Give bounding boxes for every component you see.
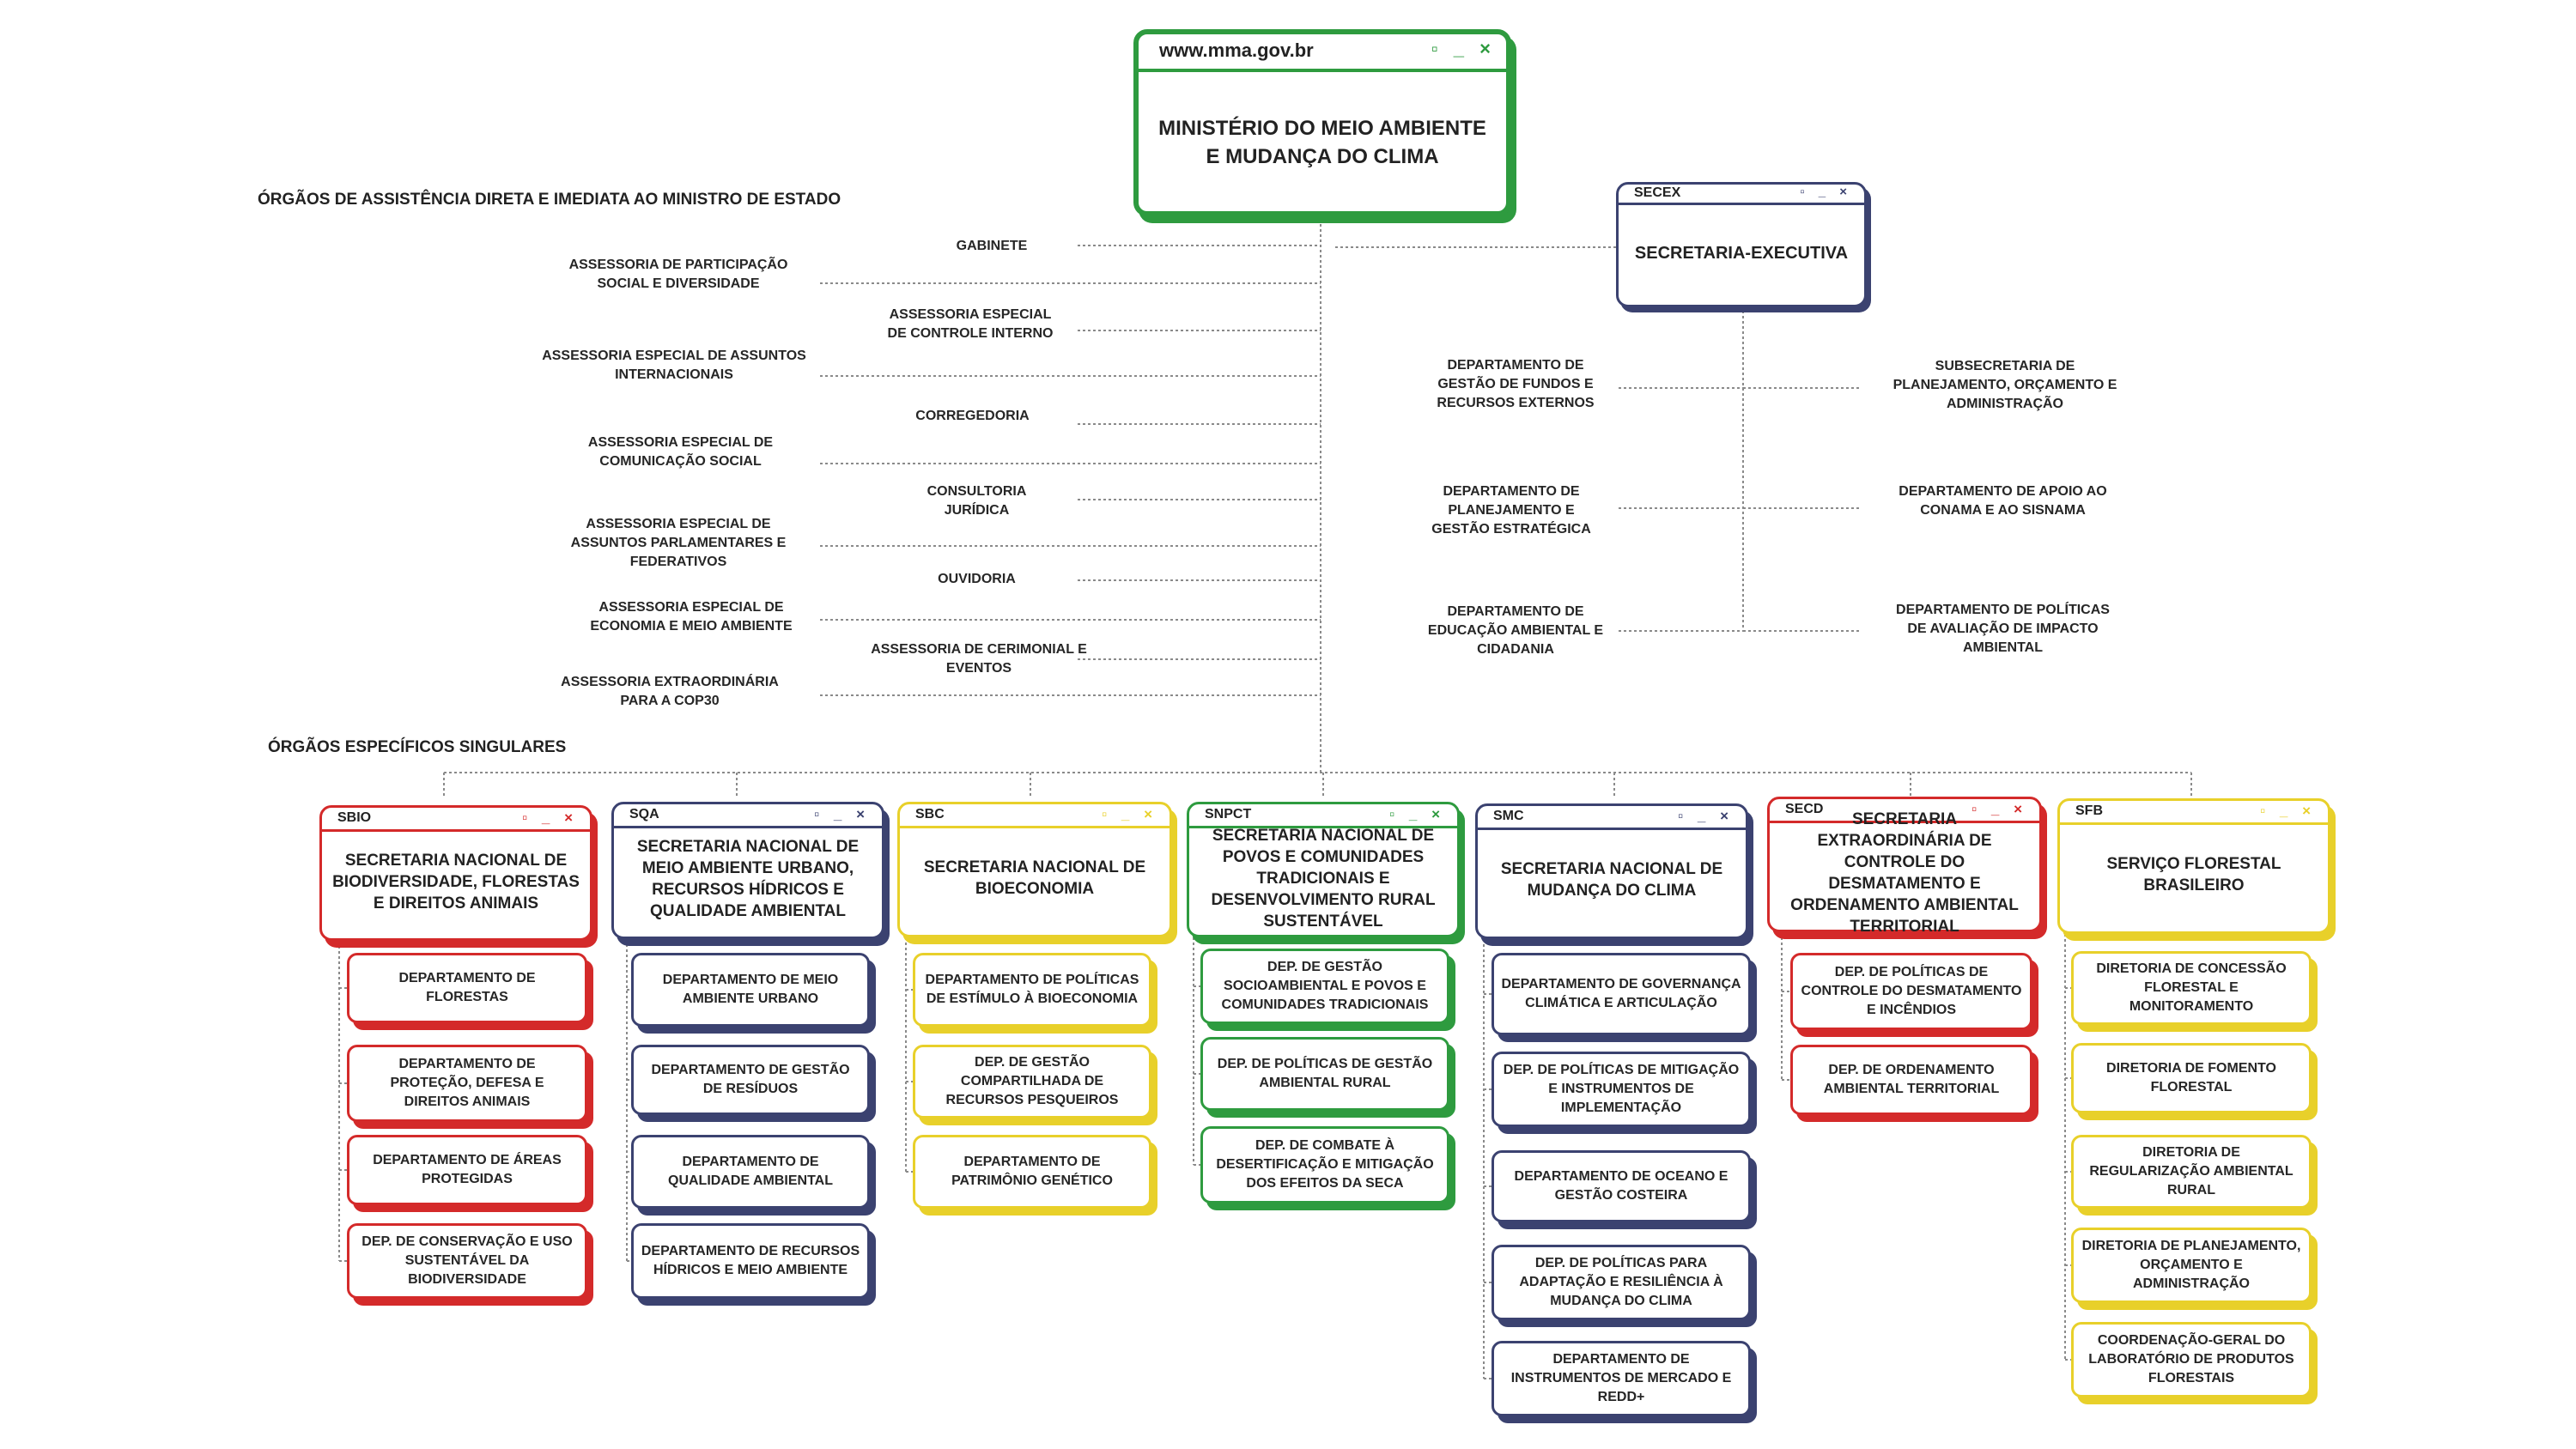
department-box: DEPARTAMENTO DE MEIO AMBIENTE URBANO [631, 953, 870, 1027]
secex-right-1: DEPARTAMENTO DE APOIO AO CONAMA E AO SIS… [1899, 484, 2107, 518]
department-box: DEPARTAMENTO DE ÁREAS PROTEGIDAS [347, 1135, 587, 1205]
secex-window: SECEX ▫ _ × SECRETARIA-EXECUTIVA [1616, 182, 1867, 307]
assist-mid-3: CONSULTORIA JURÍDICA [927, 484, 1027, 518]
window-controls-icon: ▫ _ × [1800, 185, 1852, 199]
department-box: DEPARTAMENTO DE POLÍTICAS DE ESTÍMULO À … [913, 953, 1151, 1027]
secretariat-sfb-window: SFB ▫ _ × SERVIÇO FLORESTAL BRASILEIRO [2057, 798, 2330, 934]
secretariat-sqa-window: SQA ▫ _ × SECRETARIA NACIONAL DE MEIO AM… [611, 802, 884, 939]
window-controls-icon: ▫ _ × [814, 806, 870, 822]
window-controls-icon: ▫ _ × [1971, 801, 2027, 817]
secex-title-bar [1619, 185, 1864, 205]
assist-left-2: ASSESSORIA ESPECIAL DE COMUNICAÇÃO SOCIA… [587, 435, 774, 469]
assist-mid-1: ASSESSORIA ESPECIAL DE CONTROLE INTERNO [887, 307, 1054, 341]
department-box: DEPARTAMENTO DE RECURSOS HÍDRICOS E MEIO… [631, 1223, 870, 1299]
section-direct-title: ÓRGÃOS DE ASSISTÊNCIA DIRETA E IMEDIATA … [258, 191, 841, 209]
assist-mid-0: GABINETE [956, 239, 1028, 253]
secex-acronym: SECEX [1634, 185, 1681, 200]
secex-title: SECRETARIA-EXECUTIVA [1634, 243, 1849, 263]
assist-mid-5: ASSESSORIA DE CERIMONIAL E EVENTOS [871, 642, 1087, 676]
department-box: DEPARTAMENTO DE FLORESTAS [347, 953, 587, 1023]
department-box: DEP. DE POLÍTICAS DE MITIGAÇÃO E INSTRUM… [1492, 1052, 1751, 1127]
secex-left-2: DEPARTAMENTO DE EDUCAÇÃO AMBIENTAL E CID… [1427, 604, 1604, 657]
secretariat-title: SECRETARIA EXTRAORDINÁRIA DE CONTROLE DO… [1790, 810, 2019, 936]
secretariat-title: SECRETARIA NACIONAL DE MEIO AMBIENTE URB… [636, 838, 860, 920]
department-box: DEP. DE ORDENAMENTO AMBIENTAL TERRITORIA… [1790, 1045, 2032, 1115]
department-box: DEP. DE COMBATE À DESERTIFICAÇÃO E MITIG… [1200, 1126, 1449, 1203]
secex-left-1: DEPARTAMENTO DE PLANEJAMENTO E GESTÃO ES… [1431, 484, 1591, 537]
window-controls-icon: ▫ _ × [1389, 806, 1445, 822]
secretariat-title-bar [322, 808, 590, 832]
secretariat-acronym: SQA [629, 807, 659, 822]
assist-left-0: ASSESSORIA DE PARTICIPAÇÃO SOCIAL E DIVE… [568, 258, 788, 291]
assist-left-5: ASSESSORIA EXTRAORDINÁRIA PARA A COP30 [561, 675, 779, 708]
assist-left-4: ASSESSORIA ESPECIAL DE ECONOMIA E MEIO A… [590, 600, 793, 634]
secretariat-acronym: SNPCT [1205, 807, 1252, 822]
department-box: DEPARTAMENTO DE GESTÃO DE RESÍDUOS [631, 1045, 870, 1115]
secretariat-title-bar [900, 804, 1170, 828]
window-controls-icon: ▫ _ × [1102, 806, 1157, 822]
department-box: DEPARTAMENTO DE QUALIDADE AMBIENTAL [631, 1135, 870, 1209]
secex-left-0: DEPARTAMENTO DE GESTÃO DE FUNDOS E RECUR… [1437, 358, 1595, 410]
secretariat-title: SECRETARIA NACIONAL DE BIOECONOMIA [923, 858, 1146, 898]
assist-mid-4: OUVIDORIA [938, 572, 1016, 586]
secretariat-sbio-window: SBIO ▫ _ × SECRETARIA NACIONAL DE BIODIV… [319, 805, 592, 941]
department-box: DEPARTAMENTO DE PROTEÇÃO, DEFESA E DIREI… [347, 1045, 587, 1122]
window-controls-icon: ▫ _ × [1678, 808, 1734, 824]
ministry-window: www.mma.gov.br ▫ _ × MINISTÉRIO DO MEIO … [1133, 29, 1511, 216]
department-box: DEP. DE POLÍTICAS PARA ADAPTAÇÃO E RESIL… [1492, 1245, 1751, 1320]
assist-left-1: ASSESSORIA ESPECIAL DE ASSUNTOS INTERNAC… [542, 349, 806, 382]
department-box: DEP. DE POLÍTICAS DE CONTROLE DO DESMATA… [1790, 953, 2032, 1030]
assist-left-3: ASSESSORIA ESPECIAL DE ASSUNTOS PARLAMEN… [570, 517, 787, 569]
department-box: DEP. DE POLÍTICAS DE GESTÃO AMBIENTAL RU… [1200, 1037, 1449, 1111]
ministry-title: MINISTÉRIO DO MEIO AMBIENTE E MUDANÇA DO… [1158, 117, 1486, 168]
department-box: DEP. DE GESTÃO COMPARTILHADA DE RECURSOS… [913, 1045, 1151, 1119]
window-controls-icon: ▫ _ × [1431, 38, 1496, 59]
secretariat-acronym: SMC [1493, 809, 1524, 823]
secretariat-snpct-window: SNPCT ▫ _ × SECRETARIA NACIONAL DE POVOS… [1187, 802, 1460, 937]
secretariat-title-bar [1189, 804, 1457, 828]
secretariat-title: SECRETARIA NACIONAL DE POVOS E COMUNIDAD… [1211, 826, 1436, 931]
secretariat-title-bar [1770, 799, 2039, 823]
department-box: DIRETORIA DE PLANEJAMENTO, ORÇAMENTO E A… [2071, 1228, 2312, 1303]
section-specific-title: ÓRGÃOS ESPECÍFICOS SINGULARES [268, 738, 567, 756]
secex-right-0: SUBSECRETARIA DE PLANEJAMENTO, ORÇAMENTO… [1893, 359, 2117, 411]
department-box: DIRETORIA DE REGULARIZAÇÃO AMBIENTAL RUR… [2071, 1135, 2312, 1209]
department-box: COORDENAÇÃO-GERAL DO LABORATÓRIO DE PROD… [2071, 1322, 2312, 1397]
department-box: DEPARTAMENTO DE OCEANO E GESTÃO COSTEIRA [1492, 1150, 1751, 1222]
secretariat-acronym: SBC [915, 807, 945, 822]
secretariat-smc-window: SMC ▫ _ × SECRETARIA NACIONAL DE MUDANÇA… [1475, 803, 1748, 939]
assist-mid-2: CORREGEDORIA [915, 409, 1030, 423]
department-box: DEPARTAMENTO DE GOVERNANÇA CLIMÁTICA E A… [1492, 953, 1751, 1035]
department-box: DIRETORIA DE FOMENTO FLORESTAL [2071, 1043, 2312, 1113]
ministry-title-bar [1139, 69, 1506, 72]
secretariat-acronym: SFB [2075, 803, 2103, 818]
secretariat-sbc-window: SBC ▫ _ × SECRETARIA NACIONAL DE BIOECON… [897, 802, 1172, 937]
window-controls-icon: ▫ _ × [522, 809, 578, 826]
secretariat-acronym: SBIO [337, 810, 372, 825]
department-box: DEP. DE GESTÃO SOCIOAMBIENTAL E POVOS E … [1200, 949, 1449, 1024]
secex-right-2: DEPARTAMENTO DE POLÍTICAS DE AVALIAÇÃO D… [1896, 603, 2110, 655]
secretariat-title: SECRETARIA NACIONAL DE BIODIVERSIDADE, F… [332, 851, 580, 912]
department-box: DEP. DE CONSERVAÇÃO E USO SUSTENTÁVEL DA… [347, 1223, 587, 1299]
department-box: DEPARTAMENTO DE INSTRUMENTOS DE MERCADO … [1492, 1341, 1751, 1416]
secretariat-secd-window: SECD ▫ _ × SECRETARIA EXTRAORDINÁRIA DE … [1767, 797, 2042, 936]
secretariat-acronym: SECD [1785, 802, 1824, 816]
department-box: DEPARTAMENTO DE PATRIMÔNIO GENÉTICO [913, 1135, 1151, 1209]
department-box: DIRETORIA DE CONCESSÃO FLORESTAL E MONIT… [2071, 951, 2312, 1025]
secretariat-title: SERVIÇO FLORESTAL BRASILEIRO [2106, 855, 2281, 894]
secretariat-title-bar [614, 804, 882, 828]
ministry-url: www.mma.gov.br [1159, 39, 1314, 61]
secretariat-title-bar [2060, 801, 2328, 825]
window-controls-icon: ▫ _ × [2260, 803, 2316, 819]
secretariat-title-bar [1478, 806, 1746, 830]
secretariat-title: SECRETARIA NACIONAL DE MUDANÇA DO CLIMA [1500, 860, 1723, 900]
